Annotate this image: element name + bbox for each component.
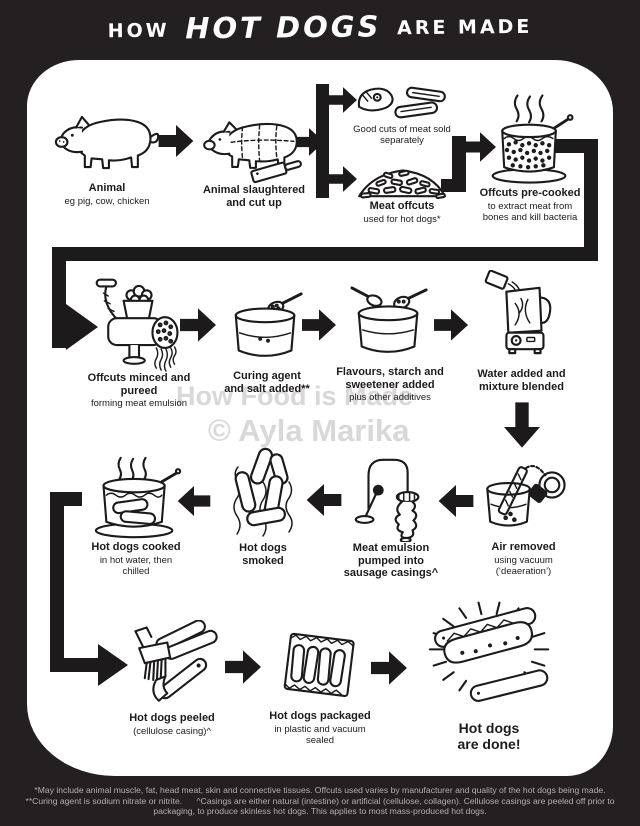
title-word-how: HOW: [107, 19, 170, 43]
peeler-icon: [134, 620, 218, 702]
step-subtitle: to extract meat from bones and kill bact…: [482, 200, 578, 223]
connector-row2-left-down: [52, 247, 66, 348]
arrow-smoked-cooked: [176, 486, 212, 521]
step-title: Animal: [88, 182, 126, 194]
arrow-blended-down: [504, 402, 540, 453]
step-good-cuts: Good cuts of meat sold separately: [352, 84, 452, 146]
step-blended: Water added and mixture blended: [474, 270, 569, 393]
connector-left-down: [50, 492, 64, 672]
step-subtitle: eg pig, cow, chicken: [64, 195, 150, 207]
smoked-sausages-icon: [233, 447, 293, 537]
title-word-aremade: ARE MADE: [396, 15, 533, 40]
step-title: Curing agent and salt added**: [224, 370, 310, 395]
step-packaged: Hot dogs packaged in plastic and vacuum …: [268, 622, 372, 746]
arrow-minced-curing: [180, 308, 216, 347]
step-subtitle: forming meat emulsion: [90, 398, 188, 410]
step-title: Meat offcuts: [369, 200, 435, 212]
step-pre-cooked: Offcuts pre-cooked to extract meat from …: [474, 92, 586, 223]
arrow-packaged-done: [371, 651, 407, 690]
footnotes: *May include animal muscle, fat, head me…: [0, 785, 640, 817]
step-slaughtered: Animal slaughtered and cut up: [194, 110, 314, 209]
connector-arrowhead-peeled: [98, 644, 128, 686]
step-smoked: Hot dogs smoked: [226, 446, 300, 567]
arrow-slaughtered-split: [294, 128, 324, 161]
step-curing: Curing agent and salt added**: [222, 290, 312, 395]
title-word-hotdogs: HOT DOGS: [185, 9, 382, 46]
step-title: Hot dogs smoked: [239, 542, 287, 567]
step-subtitle: (cellulose casing)^: [133, 725, 211, 737]
arrow-pumped-smoked: [306, 484, 342, 521]
connector-row4-bottom: [50, 658, 98, 672]
blender-icon: [484, 270, 551, 355]
step-subtitle: plus other additives: [349, 392, 431, 404]
hot-dog-done-icon: [428, 601, 550, 702]
step-subtitle: using vacuum (‘deaeration’): [494, 554, 553, 577]
meat-grinder-icon: [95, 278, 179, 372]
arrow-peeled-packaged: [225, 650, 261, 689]
connector-arrowhead-minced: [66, 304, 98, 350]
footnote-line-1: *May include animal muscle, fat, head me…: [34, 785, 606, 795]
step-title: Hot dogs are done!: [457, 720, 521, 753]
step-subtitle: used for hot dogs*: [363, 213, 441, 225]
flavours-bowl-icon: [350, 286, 428, 353]
step-cooked: Hot dogs cooked in hot water, then chill…: [86, 455, 186, 577]
step-title: Air removed: [491, 541, 556, 553]
step-title: Meat emulsion pumped into sausage casing…: [343, 542, 439, 580]
arrow-flavours-blended: [434, 308, 468, 347]
page-title: HOW HOT DOGS ARE MADE: [0, 7, 640, 48]
offcuts-pile-icon: [358, 169, 446, 200]
arrow-air-pumped: [438, 485, 474, 522]
step-air-removed: Air removed using vacuum (‘deaeration’): [476, 456, 571, 577]
watermark-line2: © Ayla Marika: [208, 413, 410, 448]
step-flavours: Flavours, starch and sweetener added plu…: [334, 286, 446, 403]
step-title: Hot dogs peeled: [129, 712, 215, 724]
step-title: Flavours, starch and sweetener added: [336, 366, 444, 391]
step-done: Hot dogs are done!: [410, 594, 568, 752]
arrow-to-precooked: [464, 130, 496, 169]
step-peeled: Hot dogs peeled (cellulose casing)^: [122, 620, 222, 737]
step-meat-offcuts: Meat offcuts used for hot dogs*: [350, 160, 454, 225]
footnote-line-3: packaging, to produce skinless hot dogs.…: [153, 806, 487, 817]
step-pumped: Meat emulsion pumped into sausage casing…: [342, 452, 440, 580]
step-title: Animal slaughtered and cut up: [202, 184, 306, 209]
step-title: Offcuts minced and pureed: [87, 372, 191, 397]
step-minced: Offcuts minced and pureed forming meat e…: [86, 272, 192, 409]
connector-right-down: [584, 139, 598, 261]
sausage-stuffer-icon: [354, 458, 420, 542]
connector-row2-top: [52, 247, 598, 261]
cooking-hotdogs-pot-icon: [94, 456, 182, 539]
connector-offcuts-up: [452, 136, 466, 192]
cut-pig-icon: [203, 121, 302, 184]
vacuum-deaeration-icon: [485, 465, 566, 527]
pig-icon: [54, 115, 160, 170]
step-title: Offcuts pre-cooked: [479, 187, 581, 199]
step-title: Hot dogs packaged: [269, 710, 371, 722]
step-title: Water added and mixture blended: [477, 368, 566, 393]
step-animal: Animal eg pig, cow, chicken: [48, 102, 166, 207]
step-caption: Good cuts of meat sold separately: [353, 124, 451, 147]
curing-bowl-icon: [234, 292, 303, 357]
arrow-animal-slaughtered: [158, 125, 194, 162]
arrow-to-good-cuts: [329, 85, 357, 120]
step-subtitle: in hot water, then chilled: [99, 554, 173, 577]
watermark-line1: How Food is Made: [176, 381, 414, 411]
step-title: Hot dogs cooked: [91, 541, 181, 553]
arrow-to-offcuts: [329, 164, 357, 199]
meat-cuts-icon: [357, 86, 446, 119]
footnote-line-2: **Curing agent is sodium nitrate or nitr…: [25, 795, 615, 806]
vacuum-pack-icon: [283, 632, 355, 698]
cooking-pot-icon: [491, 94, 574, 184]
step-subtitle: in plastic and vacuum sealed: [274, 723, 366, 746]
arrow-curing-flavours: [302, 308, 336, 347]
